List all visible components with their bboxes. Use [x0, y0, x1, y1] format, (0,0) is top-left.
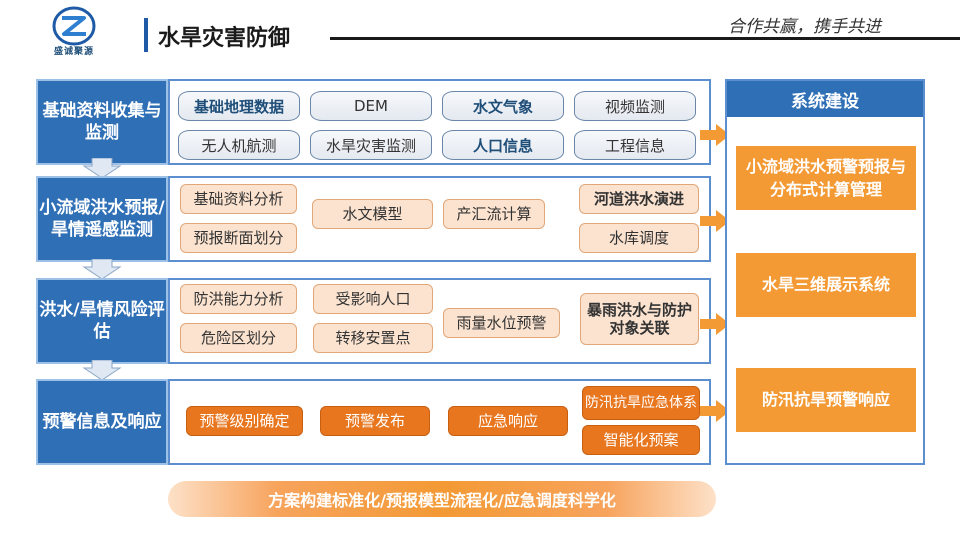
right-arrow-icon [700, 124, 730, 146]
right-arrow-icon [700, 210, 730, 232]
down-arrow-icon [82, 259, 122, 279]
item-rainstorm-target-link: 暴雨洪水与防护对象关联 [580, 293, 699, 345]
item-hydro-meteorology: 水文气象 [442, 91, 564, 121]
item-rain-water-warning: 雨量水位预警 [443, 308, 560, 338]
system-item-flood-forecast: 小流域洪水预警预报与分布式计算管理 [736, 146, 916, 210]
logo-text: 盛诚聚源 [53, 47, 94, 57]
row-header-risk-assessment: 洪水/旱情风险评估 [36, 278, 168, 364]
item-drone-survey: 无人机航测 [178, 130, 300, 160]
item-danger-zone: 危险区划分 [180, 323, 297, 353]
item-reservoir-dispatch: 水库调度 [579, 223, 699, 253]
item-section-division: 预报断面划分 [180, 223, 297, 253]
item-disaster-monitoring: 水旱灾害监测 [310, 130, 432, 160]
item-hydrological-model: 水文模型 [312, 199, 433, 229]
item-affected-population: 受影响人口 [313, 284, 433, 314]
item-video-monitoring: 视频监测 [574, 91, 696, 121]
item-population-info: 人口信息 [442, 130, 564, 160]
title-accent-bar [144, 18, 148, 52]
item-smart-plan: 智能化预案 [582, 425, 700, 455]
system-panel-title: 系统建设 [727, 81, 923, 117]
item-relocation-site: 转移安置点 [313, 323, 433, 353]
item-flood-capacity: 防洪能力分析 [180, 284, 297, 314]
row-header-warning-response: 预警信息及响应 [36, 379, 168, 465]
title-divider [330, 37, 960, 40]
down-arrow-icon [82, 158, 122, 178]
item-runoff-calculation: 产汇流计算 [443, 199, 545, 229]
item-emergency-system: 防汛抗旱应急体系 [582, 386, 700, 420]
company-logo [48, 6, 100, 58]
row-header-data-collection: 基础资料收集与监测 [36, 79, 168, 165]
item-dem: DEM [310, 91, 432, 121]
right-arrow-icon [700, 400, 730, 422]
system-item-3d-display: 水旱三维展示系统 [736, 253, 916, 317]
item-river-routing: 河道洪水演进 [579, 184, 699, 214]
row-header-flood-forecast: 小流域洪水预报/旱情遥感监测 [36, 176, 168, 262]
down-arrow-icon [82, 360, 122, 380]
item-basic-data-analysis: 基础资料分析 [180, 184, 297, 214]
item-engineering-info: 工程信息 [574, 130, 696, 160]
item-warning-release: 预警发布 [320, 406, 430, 436]
system-item-warning-response: 防汛抗旱预警响应 [736, 368, 916, 432]
bottom-summary-banner: 方案构建标准化/预报模型流程化/应急调度科学化 [168, 481, 716, 517]
page-title: 水旱灾害防御 [158, 26, 291, 51]
item-emergency-response: 应急响应 [448, 406, 568, 436]
item-basic-geo-data: 基础地理数据 [178, 91, 300, 121]
right-arrow-icon [700, 313, 730, 335]
item-warning-level: 预警级别确定 [186, 406, 303, 436]
slogan: 合作共赢，携手共进 [728, 17, 881, 37]
